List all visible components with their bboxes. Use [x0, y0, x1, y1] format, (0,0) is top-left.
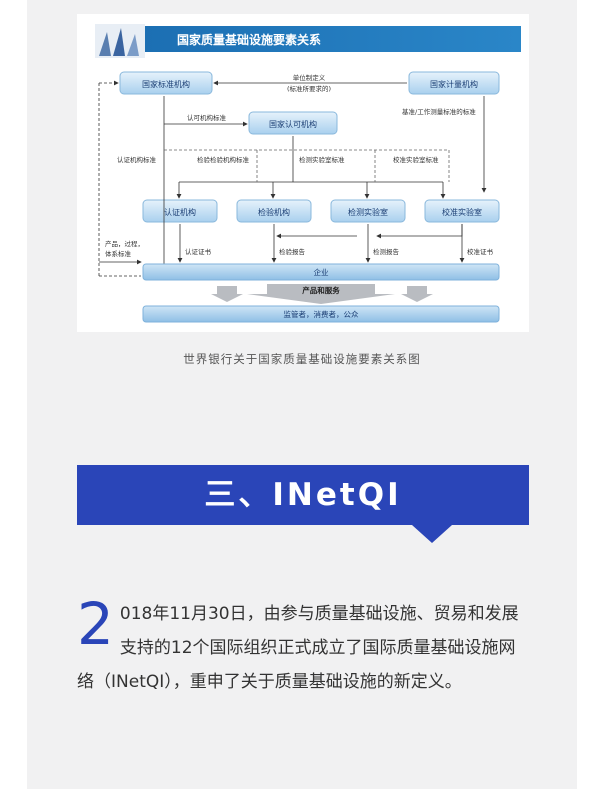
banner-notch — [412, 525, 452, 543]
label-si-definition: 单位制定义 — [293, 73, 326, 82]
label-accreditation-standards: 认可机构标准 — [187, 113, 227, 122]
label-inspection-standards: 检验检验机构标准 — [197, 155, 250, 164]
box-testing-lab-label: 检测实验室 — [348, 207, 388, 217]
box-standards-body-label: 国家标准机构 — [142, 79, 190, 89]
label-traceability: (标准所要求的) — [287, 84, 331, 93]
box-certification-body-label: 认证机构 — [164, 207, 196, 217]
dropcap: 2 — [77, 590, 114, 658]
box-certification-body — [142, 199, 218, 223]
nqi-relationship-diagram: 国家质量基础设施要素关系 国家标准机构 国家计量机构 单位制定义 (标准所要求的… — [77, 14, 529, 332]
body-paragraph: 2 018年11月30日，由参与质量基础设施、贸易和发展支持的12个国际组织正式… — [77, 590, 532, 699]
products-arrow-icon — [247, 284, 395, 304]
box-inspection-body — [236, 199, 312, 223]
label-calibration-certificate: 校准证书 — [467, 247, 494, 256]
bar-public — [142, 305, 500, 323]
down-arrow-right-icon — [401, 286, 433, 302]
diagram-logo-icon — [95, 24, 145, 58]
box-accreditation-body-label: 国家认可机构 — [269, 119, 317, 129]
box-accreditation-body — [248, 111, 338, 135]
label-testing-standards: 检测实验室标准 — [299, 155, 345, 164]
box-metrology-body — [408, 71, 500, 95]
figure-caption: 世界银行关于国家质量基础设施要素关系图 — [183, 352, 421, 366]
section-heading: 三、INetQI — [77, 465, 529, 525]
box-calibration-lab — [424, 199, 500, 223]
down-arrow-left-icon — [211, 286, 243, 302]
label-test-report: 检测报告 — [373, 247, 400, 256]
label-cert-standards: 认证机构标准 — [117, 155, 157, 164]
box-calibration-lab-label: 校准实验室 — [442, 207, 482, 217]
paragraph-text: 018年11月30日，由参与质量基础设施、贸易和发展支持的12个国际组织正式成立… — [77, 604, 519, 692]
label-system-standards: 体系标准 — [105, 249, 132, 258]
diagram-title-bar — [145, 26, 521, 52]
label-product-standards: 产品，过程， — [105, 239, 144, 248]
bar-enterprise — [142, 263, 500, 281]
box-inspection-body-label: 检验机构 — [258, 207, 290, 217]
box-standards-body — [119, 71, 213, 95]
label-reference-standards: 基准/工作测量标准的标准 — [402, 107, 476, 116]
bar-enterprise-label: 企业 — [314, 267, 329, 277]
label-inspection-report: 检验报告 — [279, 247, 306, 256]
label-calibration-standards: 校准实验室标准 — [393, 155, 439, 164]
label-cert-certificate: 认证证书 — [185, 247, 212, 256]
bar-public-label: 监管者，消费者，公众 — [284, 309, 359, 319]
products-services-label: 产品和服务 — [302, 285, 340, 295]
box-metrology-body-label: 国家计量机构 — [430, 79, 478, 89]
box-testing-lab — [330, 199, 406, 223]
diagram-title: 国家质量基础设施要素关系 — [177, 32, 321, 47]
